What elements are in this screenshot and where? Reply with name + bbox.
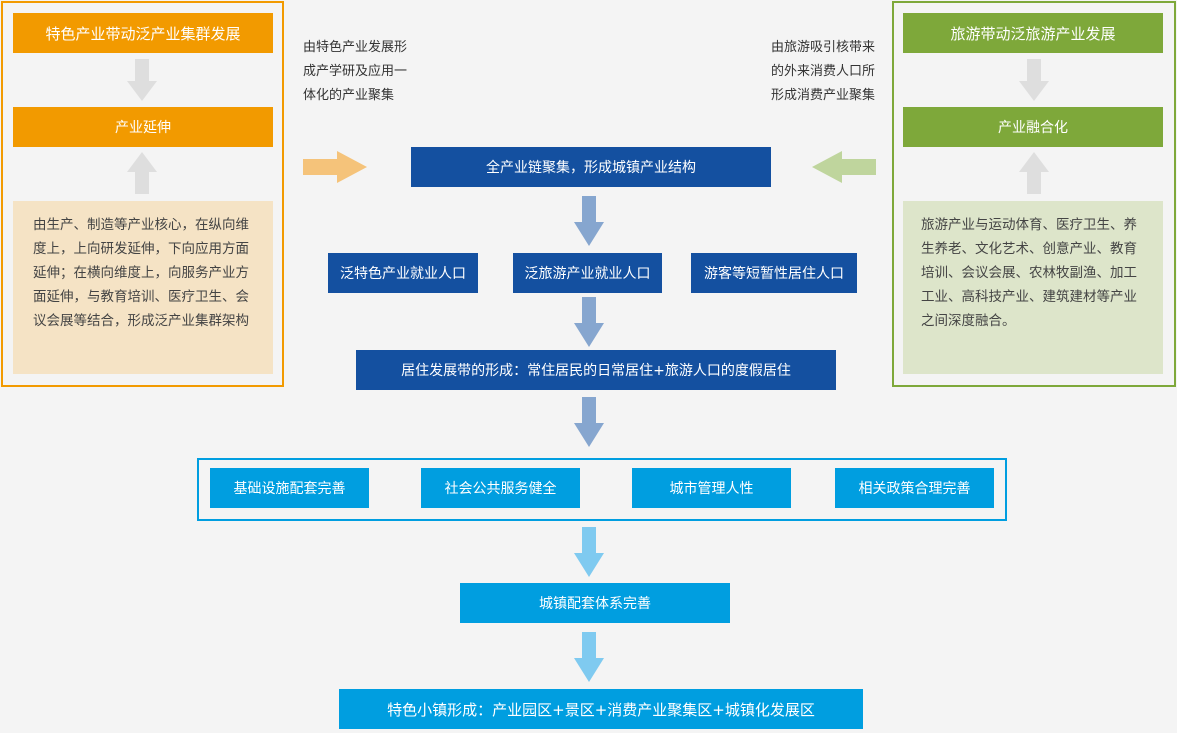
cluster-box: 全产业链聚集，形成城镇产业结构 bbox=[411, 147, 771, 187]
right-description-box: 旅游产业与运动体育、医疗卫生、养生养老、文化艺术、创意产业、教育培训、会议会展、… bbox=[903, 201, 1163, 374]
arrow-down-icon bbox=[1019, 59, 1049, 101]
arrow-down-icon bbox=[574, 297, 604, 347]
final-box: 特色小镇形成：产业园区+景区+消费产业聚集区+城镇化发展区 bbox=[339, 689, 863, 729]
residence-box: 居住发展带的形成：常住居民的日常居住+旅游人口的度假居住 bbox=[356, 350, 836, 390]
arrow-up-icon bbox=[127, 152, 157, 194]
left-panel bbox=[1, 1, 284, 387]
population-box: 游客等短暂性居住人口 bbox=[691, 253, 857, 293]
right-title-box: 旅游带动泛旅游产业发展 bbox=[903, 13, 1163, 53]
population-box: 泛特色产业就业人口 bbox=[328, 253, 478, 293]
arrow-up-icon bbox=[1019, 152, 1049, 194]
left-middle-box: 产业延伸 bbox=[13, 107, 273, 147]
final-label: 特色小镇形成：产业园区+景区+消费产业聚集区+城镇化发展区 bbox=[387, 700, 815, 719]
population-box: 泛旅游产业就业人口 bbox=[513, 253, 662, 293]
arrow-down-icon bbox=[127, 59, 157, 101]
left-title-box: 特色产业带动泛产业集群发展 bbox=[13, 13, 273, 53]
supporting-box: 城市管理人性 bbox=[632, 468, 791, 508]
left-description-box: 由生产、制造等产业核心，在纵向维度上，上向研发延伸，下向应用方面延伸；在横向维度… bbox=[13, 201, 273, 374]
arrow-down-icon bbox=[574, 397, 604, 447]
right-panel bbox=[892, 1, 1176, 387]
left-description: 由生产、制造等产业核心，在纵向维度上，上向研发延伸，下向应用方面延伸；在横向维度… bbox=[33, 217, 249, 329]
system-box: 城镇配套体系完善 bbox=[460, 583, 730, 623]
right-middle-box: 产业融合化 bbox=[903, 107, 1163, 147]
system-label: 城镇配套体系完善 bbox=[539, 596, 651, 612]
left-title: 特色产业带动泛产业集群发展 bbox=[45, 24, 241, 43]
right-middle: 产业融合化 bbox=[998, 120, 1068, 136]
right-description: 旅游产业与运动体育、医疗卫生、养生养老、文化艺术、创意产业、教育培训、会议会展、… bbox=[921, 217, 1137, 329]
supporting-frame bbox=[197, 458, 1007, 521]
arrow-left-icon bbox=[812, 151, 876, 183]
arrow-down-icon bbox=[574, 527, 604, 577]
left-note: 由特色产业发展形成产学研及应用一体化的产业聚集 bbox=[303, 40, 408, 103]
right-note: 由旅游吸引核带来的外来消费人口所形成消费产业聚集 bbox=[771, 40, 876, 103]
left-middle: 产业延伸 bbox=[115, 120, 171, 136]
arrow-down-icon bbox=[574, 632, 604, 682]
supporting-box: 相关政策合理完善 bbox=[835, 468, 994, 508]
residence-label: 居住发展带的形成：常住居民的日常居住+旅游人口的度假居住 bbox=[401, 363, 791, 379]
arrow-right-icon bbox=[303, 151, 367, 183]
cluster-label: 全产业链聚集，形成城镇产业结构 bbox=[486, 160, 696, 176]
supporting-box: 基础设施配套完善 bbox=[210, 468, 369, 508]
supporting-box: 社会公共服务健全 bbox=[421, 468, 580, 508]
right-title: 旅游带动泛旅游产业发展 bbox=[950, 24, 1116, 43]
arrow-down-icon bbox=[574, 196, 604, 246]
